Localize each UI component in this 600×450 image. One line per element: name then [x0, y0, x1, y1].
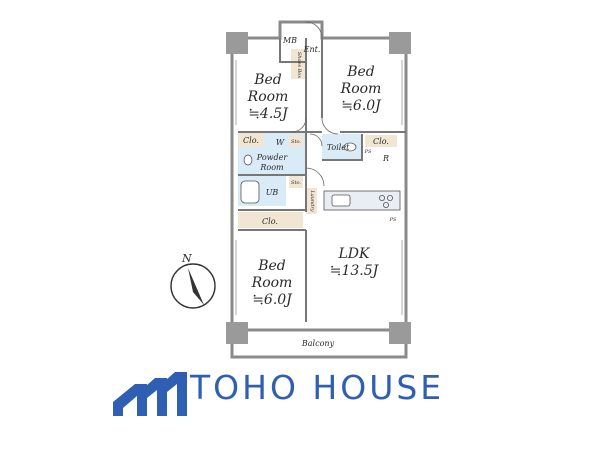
closet-west-label: Clo.: [243, 136, 259, 145]
closet-south-label: Clo.: [262, 217, 278, 226]
bed-sw-room: Room: [251, 275, 293, 291]
powder-room: Room: [259, 163, 284, 172]
brand-name: TOHO HOUSE: [190, 368, 445, 407]
compass-ring: [170, 263, 216, 309]
laundry-label: Laundry: [309, 189, 315, 211]
door-entrance: [305, 21, 323, 39]
door-bed-nw: [291, 117, 307, 133]
bed-ne-area: ≒6.0J: [341, 98, 382, 114]
shoes-box-label: Shoes Box: [296, 52, 302, 78]
ldk-area: ≒13.5J: [330, 263, 380, 279]
bed-nw-room: Room: [247, 89, 289, 105]
bed-nw-area: ≒4.5J: [248, 106, 289, 122]
closet-south: [238, 212, 303, 228]
closet-east-label: Clo.: [373, 137, 389, 146]
toilet-label: Toilet: [327, 143, 350, 152]
storage-1-label: Sto.: [291, 139, 301, 145]
storage-2: [289, 176, 303, 188]
wall-toilet: [322, 134, 363, 161]
kitchen-sink: [331, 194, 351, 207]
column-se: [389, 322, 411, 344]
washer-label: W: [276, 138, 285, 147]
column-nw: [226, 32, 248, 54]
bed-ne-room: Room: [340, 81, 382, 97]
refrigerator-label: R: [382, 154, 389, 163]
ps-1-label: PS: [364, 149, 372, 155]
ps-2-label: PS: [389, 217, 397, 223]
ldk-label: LDK: [338, 246, 372, 262]
stove: [378, 194, 393, 208]
door-toilet: [309, 133, 323, 147]
mb-label: MB: [282, 36, 297, 45]
bathtub: [240, 180, 260, 204]
compass-north: N: [181, 252, 192, 265]
wall-ent-box: [279, 38, 306, 63]
bed-nw-label: Bed: [253, 72, 282, 88]
door-ldk: [305, 167, 325, 187]
closet-east: [365, 135, 397, 147]
brand-logo-mark: [113, 372, 187, 416]
storage-1: [289, 135, 303, 147]
bed-sw-area: ≒6.0J: [252, 292, 293, 308]
bed-sw-label: Bed: [257, 258, 286, 274]
washbasin: [243, 154, 253, 166]
laundry-box: [306, 188, 317, 214]
storage-2-label: Sto.: [291, 180, 301, 186]
column-sw: [226, 322, 248, 344]
door-bed-ne: [321, 117, 339, 135]
column-ne: [389, 32, 411, 54]
compass-needle: [188, 268, 204, 305]
closet-west: [238, 133, 264, 147]
powder-label: Powder: [256, 153, 289, 162]
logo-arrows: [113, 372, 187, 416]
shoes-box: [291, 49, 305, 79]
toilet-bowl: [343, 142, 357, 152]
balcony-label: Balcony: [301, 339, 335, 348]
bed-ne-label: Bed: [346, 64, 375, 80]
ent-label: Ent.: [303, 45, 321, 54]
compass: N: [170, 252, 216, 309]
unit-bath-label: UB: [266, 188, 279, 197]
